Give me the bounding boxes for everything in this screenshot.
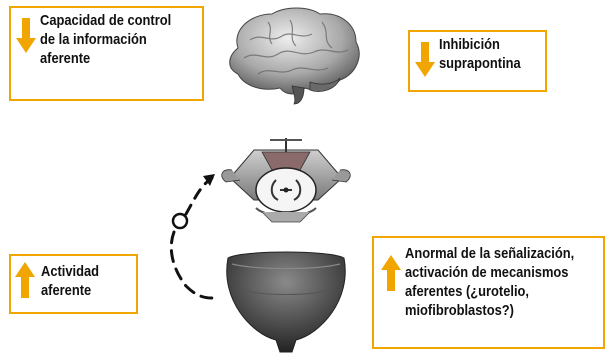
bladder-icon bbox=[227, 252, 346, 352]
brain-icon bbox=[230, 8, 359, 104]
spinal-cord-icon bbox=[222, 138, 351, 222]
ganglion-icon bbox=[173, 214, 187, 228]
afferent-pathway bbox=[171, 174, 215, 298]
